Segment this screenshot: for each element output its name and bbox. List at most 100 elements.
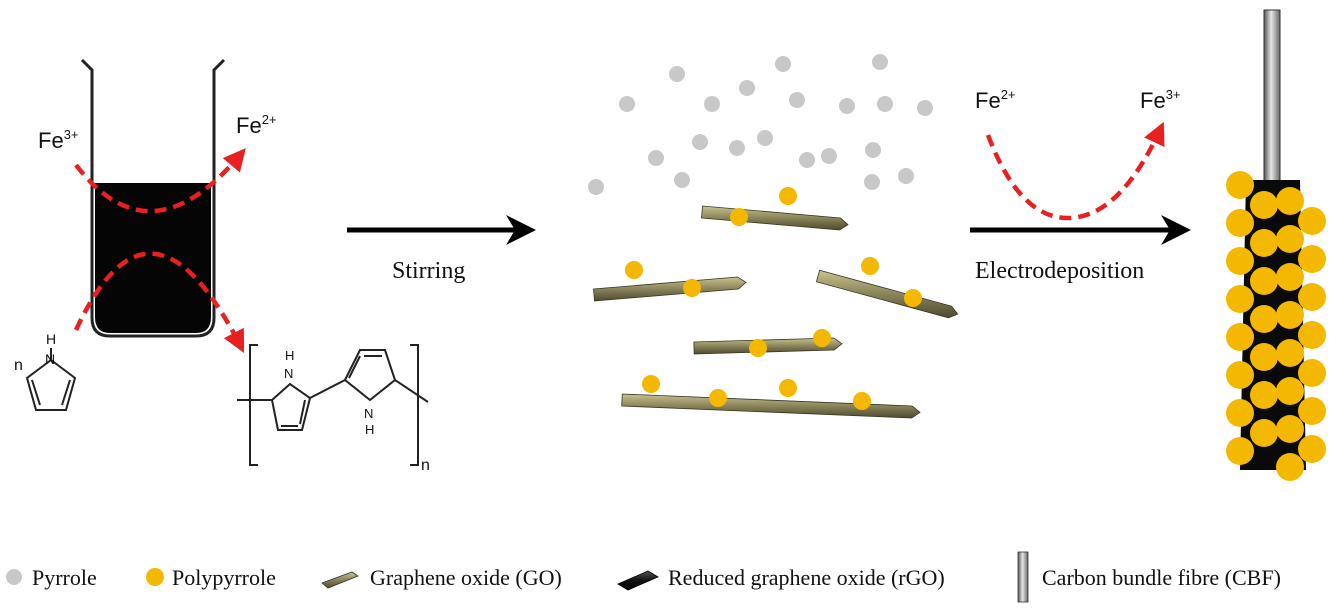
cbf-polypyrrole-dot [1276,301,1304,329]
cbf-polypyrrole-dot [1298,435,1326,463]
cbf-polypyrrole-dot [1250,305,1278,333]
pyrrole-dot [864,174,880,190]
cbf-polypyrrole-dot [1276,187,1304,215]
pyrrole-dot [739,80,755,96]
polypyrrole-dot [861,257,879,275]
cbf-polypyrrole-dot [1226,399,1254,427]
cbf-polypyrrole-dot [1276,415,1304,443]
pyrrole-dot [865,142,881,158]
red-redox-arrow-electrodeposition [985,121,1165,221]
pyrrole-dot [839,98,855,114]
pyrrole-dot [648,150,664,166]
cbf-polypyrrole-dot [1250,419,1278,447]
polypyrrole-dot [813,329,831,347]
polypyrrole-dot [779,187,797,205]
pyrrole-dot [757,130,773,146]
pyrrole-dot [789,92,805,108]
polypyrrole-structure [237,344,429,466]
stirring-label: Stirring [392,258,465,284]
polypyrrole-dot [642,375,660,393]
legend: Pyrrole Polypyrrole Graphene oxide (GO) … [6,551,1281,603]
pyrrole-dot [898,168,914,184]
pyrrole-dot [729,140,745,156]
polypyrrole-dot-icon [146,568,164,586]
cbf-polypyrrole-dot [1276,339,1304,367]
fe2-left-label: Fe2+ [236,112,277,138]
cbf-polypyrrole-dot [1226,437,1254,465]
pyrrole-dot-icon [6,569,22,585]
pyrrole-dot [877,96,893,112]
fe3-right-label: Fe3+ [1140,87,1181,113]
reduced-graphene-oxide-rod-icon [617,570,659,591]
pyrrole-dot [692,134,708,150]
cbf-polypyrrole-dot [1226,285,1254,313]
beaker [73,58,246,354]
pyrrole-dot [799,152,815,168]
beaker-solution [95,183,211,333]
cbf-polypyrrole-dot [1226,171,1254,199]
cbf-polypyrrole-dot [1250,191,1278,219]
polymer-top-h: H [285,348,294,363]
pyrrole-dot [775,56,791,72]
polymer-bottom-h: H [365,422,374,437]
graphene-oxide-sheet [593,276,747,302]
fe3-left-label: Fe3+ [38,127,79,153]
monomer-n-atom: N [45,351,55,367]
fe2-right-label: Fe2+ [975,87,1016,113]
monomer-h-atom: H [46,331,56,347]
graphene-oxide-sheet [693,337,843,355]
cbf-polypyrrole-dot [1298,397,1326,425]
graphene-oxide-rod-icon [321,571,359,589]
graphene-oxide-sheet [621,393,921,419]
cbf-polypyrrole-dot [1298,283,1326,311]
polymer-subscript-n: n [421,457,430,474]
polypyrrole-dot [904,289,922,307]
polypyrrole-dot [683,279,701,297]
cbf-polypyrrole-dot [1250,267,1278,295]
cbf-polypyrrole-dot [1276,453,1304,481]
red-redox-arrow-fe [74,148,246,214]
polymer-top-n: N [284,366,293,381]
polypyrrole-dot [709,389,727,407]
graphene-oxide-sheet [701,205,849,231]
cbf-polypyrrole-dot [1298,207,1326,235]
pyrrole-dot [704,96,720,112]
pyrrole-dot [588,179,604,195]
cbf-polypyrrole-dot [1276,263,1304,291]
monomer-n-coefficient: n [14,357,23,374]
cbf-polypyrrole-dot [1276,225,1304,253]
graphene-oxide-sheet [815,269,959,319]
cbf-polypyrrole-dot [1250,343,1278,371]
pyrrole-dot [917,100,933,116]
legend-rgo-label: Reduced graphene oxide (rGO) [668,565,945,590]
cbf-polypyrrole-dot [1298,245,1326,273]
legend-polypyrrole-label: Polypyrrole [172,565,276,590]
cbf-polypyrrole-dot [1226,209,1254,237]
legend-cbf-label: Carbon bundle fibre (CBF) [1042,565,1281,590]
polypyrrole-dot [779,379,797,397]
polymer-bottom-n: N [364,406,373,421]
cbf-polypyrrole-dot [1298,359,1326,387]
pyrrole-dot [669,66,685,82]
cbf-polypyrrole-dot [1276,377,1304,405]
legend-pyrrole-label: Pyrrole [32,565,97,590]
polypyrrole-dot [853,392,871,410]
polypyrrole-dot [749,339,767,357]
cbf-polypyrrole-dot [1298,321,1326,349]
cbf-polypyrrole-coating [1226,171,1326,481]
graphene-oxide-sheets [593,187,959,419]
pyrrole-monomer-structure [25,348,77,411]
pyrrole-dot [674,172,690,188]
pyrrole-dot [619,96,635,112]
legend-go-label: Graphene oxide (GO) [370,565,562,590]
pyrrole-dot [821,148,837,164]
cbf-polypyrrole-dot [1250,229,1278,257]
beaker-glass [80,58,226,338]
polypyrrole-dot [625,261,643,279]
pyrrole-dots-cloud [588,54,933,195]
carbon-bundle-fibre-icon [1017,551,1029,603]
cbf-electrode [1226,9,1326,481]
cbf-polypyrrole-dot [1250,381,1278,409]
red-redox-arrow-pyrrole [73,251,245,354]
